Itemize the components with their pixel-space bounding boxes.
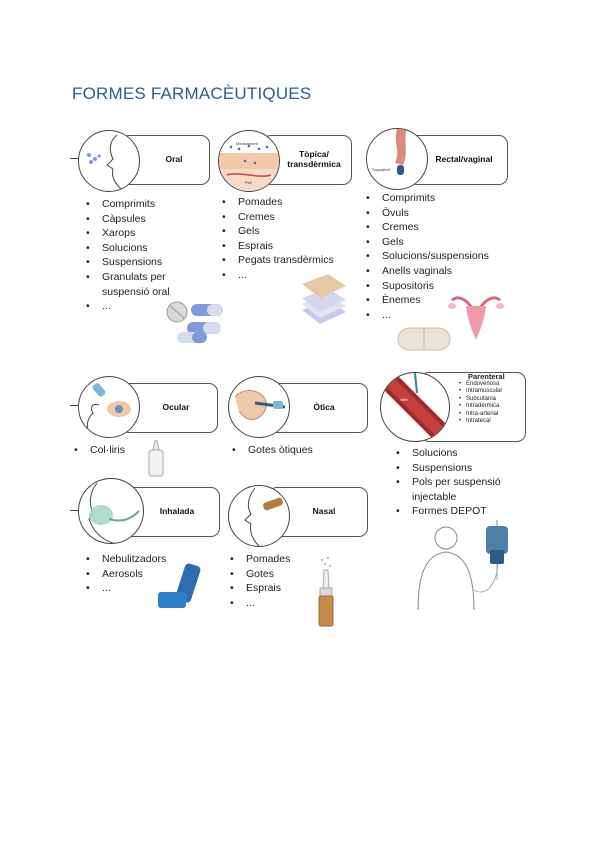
inhalada-list: Nebulitzadors Aerosols ...: [82, 552, 202, 596]
list-item: Gotes òtiques: [228, 443, 348, 458]
list-item: Càpsules: [82, 212, 182, 227]
list-item: Solucions: [82, 241, 182, 256]
nasal-spray-face-icon: [228, 485, 290, 547]
inhalada-label: Inhalada: [159, 506, 195, 517]
tablet-icon: [396, 324, 452, 354]
list-item: Aerosols: [82, 567, 202, 582]
topica-list: Pomades Cremes Gels Esprais Pegats trans…: [218, 195, 348, 283]
rectal-list: Comprimits Òvuls Cremes Gels Solucions/s…: [362, 191, 502, 322]
list-item: ...: [218, 268, 348, 283]
rectal-card: Rectal/vaginal: [408, 135, 508, 185]
list-item: Gels: [218, 224, 348, 239]
inhalation-mask-icon: [78, 478, 144, 544]
rectal-label: Rectal/vaginal: [435, 154, 493, 165]
vein-caption: Vein: [400, 397, 408, 402]
connector-line: [70, 510, 82, 511]
topica-label-line1: Tòpica/: [299, 149, 329, 160]
transdermal-patches-icon: [298, 270, 350, 330]
ocular-label: Ocular: [162, 402, 190, 413]
parenteral-routes-list: Endovenosa Intramuscular Subcutània Intr…: [458, 381, 524, 426]
list-item: Pomades: [218, 195, 348, 210]
route-item: Intra-arterial: [458, 411, 524, 419]
list-item: Suspensions: [82, 255, 182, 270]
list-item: Pomades: [226, 552, 336, 567]
list-item: Nebulitzadors: [82, 552, 202, 567]
vein-injection-icon: [380, 372, 450, 442]
ear-icon: [228, 376, 290, 438]
list-item: Pegats transdèrmics: [218, 253, 348, 268]
skin-layer-icon: [218, 130, 280, 192]
nasal-label: Nasal: [312, 506, 336, 517]
list-item: Cremes: [362, 220, 502, 235]
otica-label: Òtica: [313, 402, 335, 413]
list-item: Supositoris: [362, 279, 502, 294]
pills-capsules-icon: [163, 298, 233, 348]
list-item: Formes DEPOT: [392, 504, 522, 519]
route-item: Intradèrmica: [458, 403, 524, 411]
list-item: Xarops: [82, 226, 182, 241]
iv-drip-patient-icon: [408, 520, 528, 611]
connector-line: [70, 405, 82, 406]
inhaler-icon: [156, 562, 212, 612]
route-item: Subcutània: [458, 396, 524, 404]
list-item: ...: [226, 596, 336, 611]
list-item: Òvuls: [362, 206, 502, 221]
list-item: ...: [362, 308, 502, 323]
list-item: ...: [82, 581, 202, 596]
eye-drops-icon: [78, 376, 140, 438]
list-item: Pols per suspensió injectable: [392, 475, 522, 504]
list-item: Cremes: [218, 210, 348, 225]
suppository-icon: [366, 128, 428, 190]
oral-face-icon: [78, 130, 140, 192]
suppository-caption: Supositori: [372, 167, 390, 172]
uterus-icon: [446, 292, 506, 344]
parenteral-list: Solucions Suspensions Pols per suspensió…: [392, 446, 522, 519]
list-item: ...: [82, 299, 182, 314]
route-item: Endovenosa: [458, 381, 524, 389]
connector-line: [70, 158, 82, 159]
topica-label-line2: transdèrmica: [287, 159, 341, 169]
list-item: Gotes: [226, 567, 336, 582]
otica-list: Gotes òtiques: [228, 443, 348, 458]
route-item: Intratecal: [458, 418, 524, 426]
list-item: Anells vaginals: [362, 264, 502, 279]
parenteral-label: Parenteral: [468, 372, 505, 381]
nasal-list: Pomades Gotes Esprais ...: [226, 552, 336, 610]
nasal-spray-bottle-icon: [314, 556, 338, 628]
list-item: Esprais: [226, 581, 336, 596]
oral-label: Oral: [165, 154, 183, 165]
route-item: Intramuscular: [458, 388, 524, 396]
list-item: Comprimits: [82, 197, 182, 212]
skin-top-caption: Medicament: [236, 141, 258, 146]
eye-drop-bottle-icon: [146, 439, 166, 478]
topica-label: Tòpica/transdèrmica: [277, 136, 351, 184]
list-item: Suspensions: [392, 461, 522, 476]
list-item: Granulats per suspensió oral: [82, 270, 182, 299]
oral-list: Comprimits Càpsules Xarops Solucions Sus…: [82, 197, 182, 314]
list-item: Solucions/suspensions: [362, 249, 502, 264]
list-item: Gels: [362, 235, 502, 250]
ocular-list: Col·liris: [70, 443, 160, 458]
skin-bottom-caption: Pell: [245, 180, 252, 185]
list-item: Solucions: [392, 446, 522, 461]
list-item: Esprais: [218, 239, 348, 254]
page-title: FORMES FARMACÈUTIQUES: [72, 84, 312, 103]
list-item: Ènemes: [362, 293, 502, 308]
list-item: Comprimits: [362, 191, 502, 206]
list-item: Col·liris: [70, 443, 160, 458]
